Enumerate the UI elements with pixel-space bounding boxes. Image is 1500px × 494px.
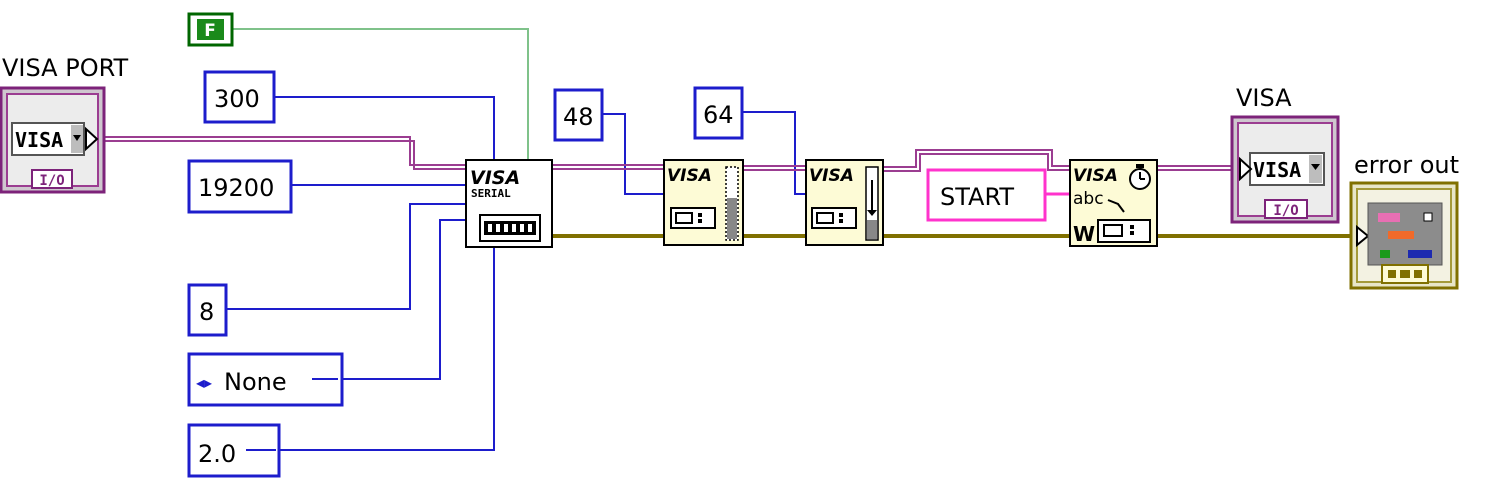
visa-port-text: VISA xyxy=(15,128,63,152)
baud-value: 19200 xyxy=(198,174,274,202)
visa-serial-node[interactable]: VISA SERIAL xyxy=(465,159,553,248)
visa-set-buffer-in-node[interactable]: VISA xyxy=(663,159,744,246)
visa-wire xyxy=(100,136,1238,172)
visa-serial-visa-text: VISA xyxy=(470,167,520,189)
visa-port-dropdown-icon[interactable] xyxy=(73,135,81,141)
start-string-constant[interactable]: START xyxy=(926,168,1047,222)
databits-value: 8 xyxy=(199,298,214,326)
bool-false-text: F xyxy=(204,21,216,41)
visa-set-buffer-out-node[interactable]: VISA xyxy=(805,159,884,246)
bool-false-constant[interactable]: F xyxy=(187,12,234,47)
stopbits-value: 2.0 xyxy=(198,440,236,468)
parity-ring-icon: ◂▸ xyxy=(196,373,212,392)
start-string-value: START xyxy=(940,183,1014,211)
visa-write-node[interactable]: VISA abc W xyxy=(1069,159,1158,247)
timeout-constant[interactable]: 300 xyxy=(203,70,276,124)
visa-write-port-icon xyxy=(1097,219,1151,243)
timeout-wire xyxy=(274,96,495,160)
visa-out-dropdown-icon xyxy=(1311,164,1320,170)
stopbits-wire xyxy=(279,246,495,451)
visa-port-io-text: I/O xyxy=(39,173,64,189)
visa-write-w-text: W xyxy=(1073,222,1095,246)
error-out-indicator xyxy=(1349,181,1459,290)
bufin-wire xyxy=(602,113,664,195)
visa-out-text: VISA xyxy=(1253,158,1301,182)
baud-constant[interactable]: 19200 xyxy=(187,159,293,214)
databits-constant[interactable]: 8 xyxy=(187,283,228,337)
bufout-wire xyxy=(742,111,806,195)
visa-port-terminal-icon xyxy=(85,126,99,152)
visa-port-control[interactable]: VISA I/O xyxy=(0,86,106,194)
visa-bufout-visa-text: VISA xyxy=(809,166,854,186)
bufin-value: 48 xyxy=(563,103,594,131)
bufin-constant[interactable]: 48 xyxy=(553,88,604,142)
visa-bufin-visa-text: VISA xyxy=(667,166,712,186)
visa-port-label: VISA PORT xyxy=(2,54,129,82)
visa-out-terminal-icon xyxy=(1239,156,1253,182)
bool-wire xyxy=(232,28,529,160)
stopbits-constant[interactable]: 2.0 xyxy=(187,423,281,478)
databits-wire xyxy=(226,203,466,310)
visa-out-label: VISA xyxy=(1236,84,1292,112)
visa-write-visa-text: VISA xyxy=(1073,166,1118,186)
parity-wire xyxy=(342,219,466,380)
visa-out-indicator: VISA I/O xyxy=(1230,115,1340,224)
timeout-value: 300 xyxy=(214,85,260,113)
visa-out-io-text: I/O xyxy=(1273,203,1298,219)
visa-serial-serial-text: SERIAL xyxy=(471,187,511,200)
error-out-terminal-icon xyxy=(1356,224,1370,248)
bufout-constant[interactable]: 64 xyxy=(693,86,744,140)
parity-constant[interactable]: ◂▸ None xyxy=(187,352,344,407)
visa-write-abc-text: abc xyxy=(1073,189,1104,209)
bufout-value: 64 xyxy=(703,101,734,129)
parity-value: None xyxy=(224,368,287,396)
error-out-label: error out xyxy=(1354,151,1459,179)
